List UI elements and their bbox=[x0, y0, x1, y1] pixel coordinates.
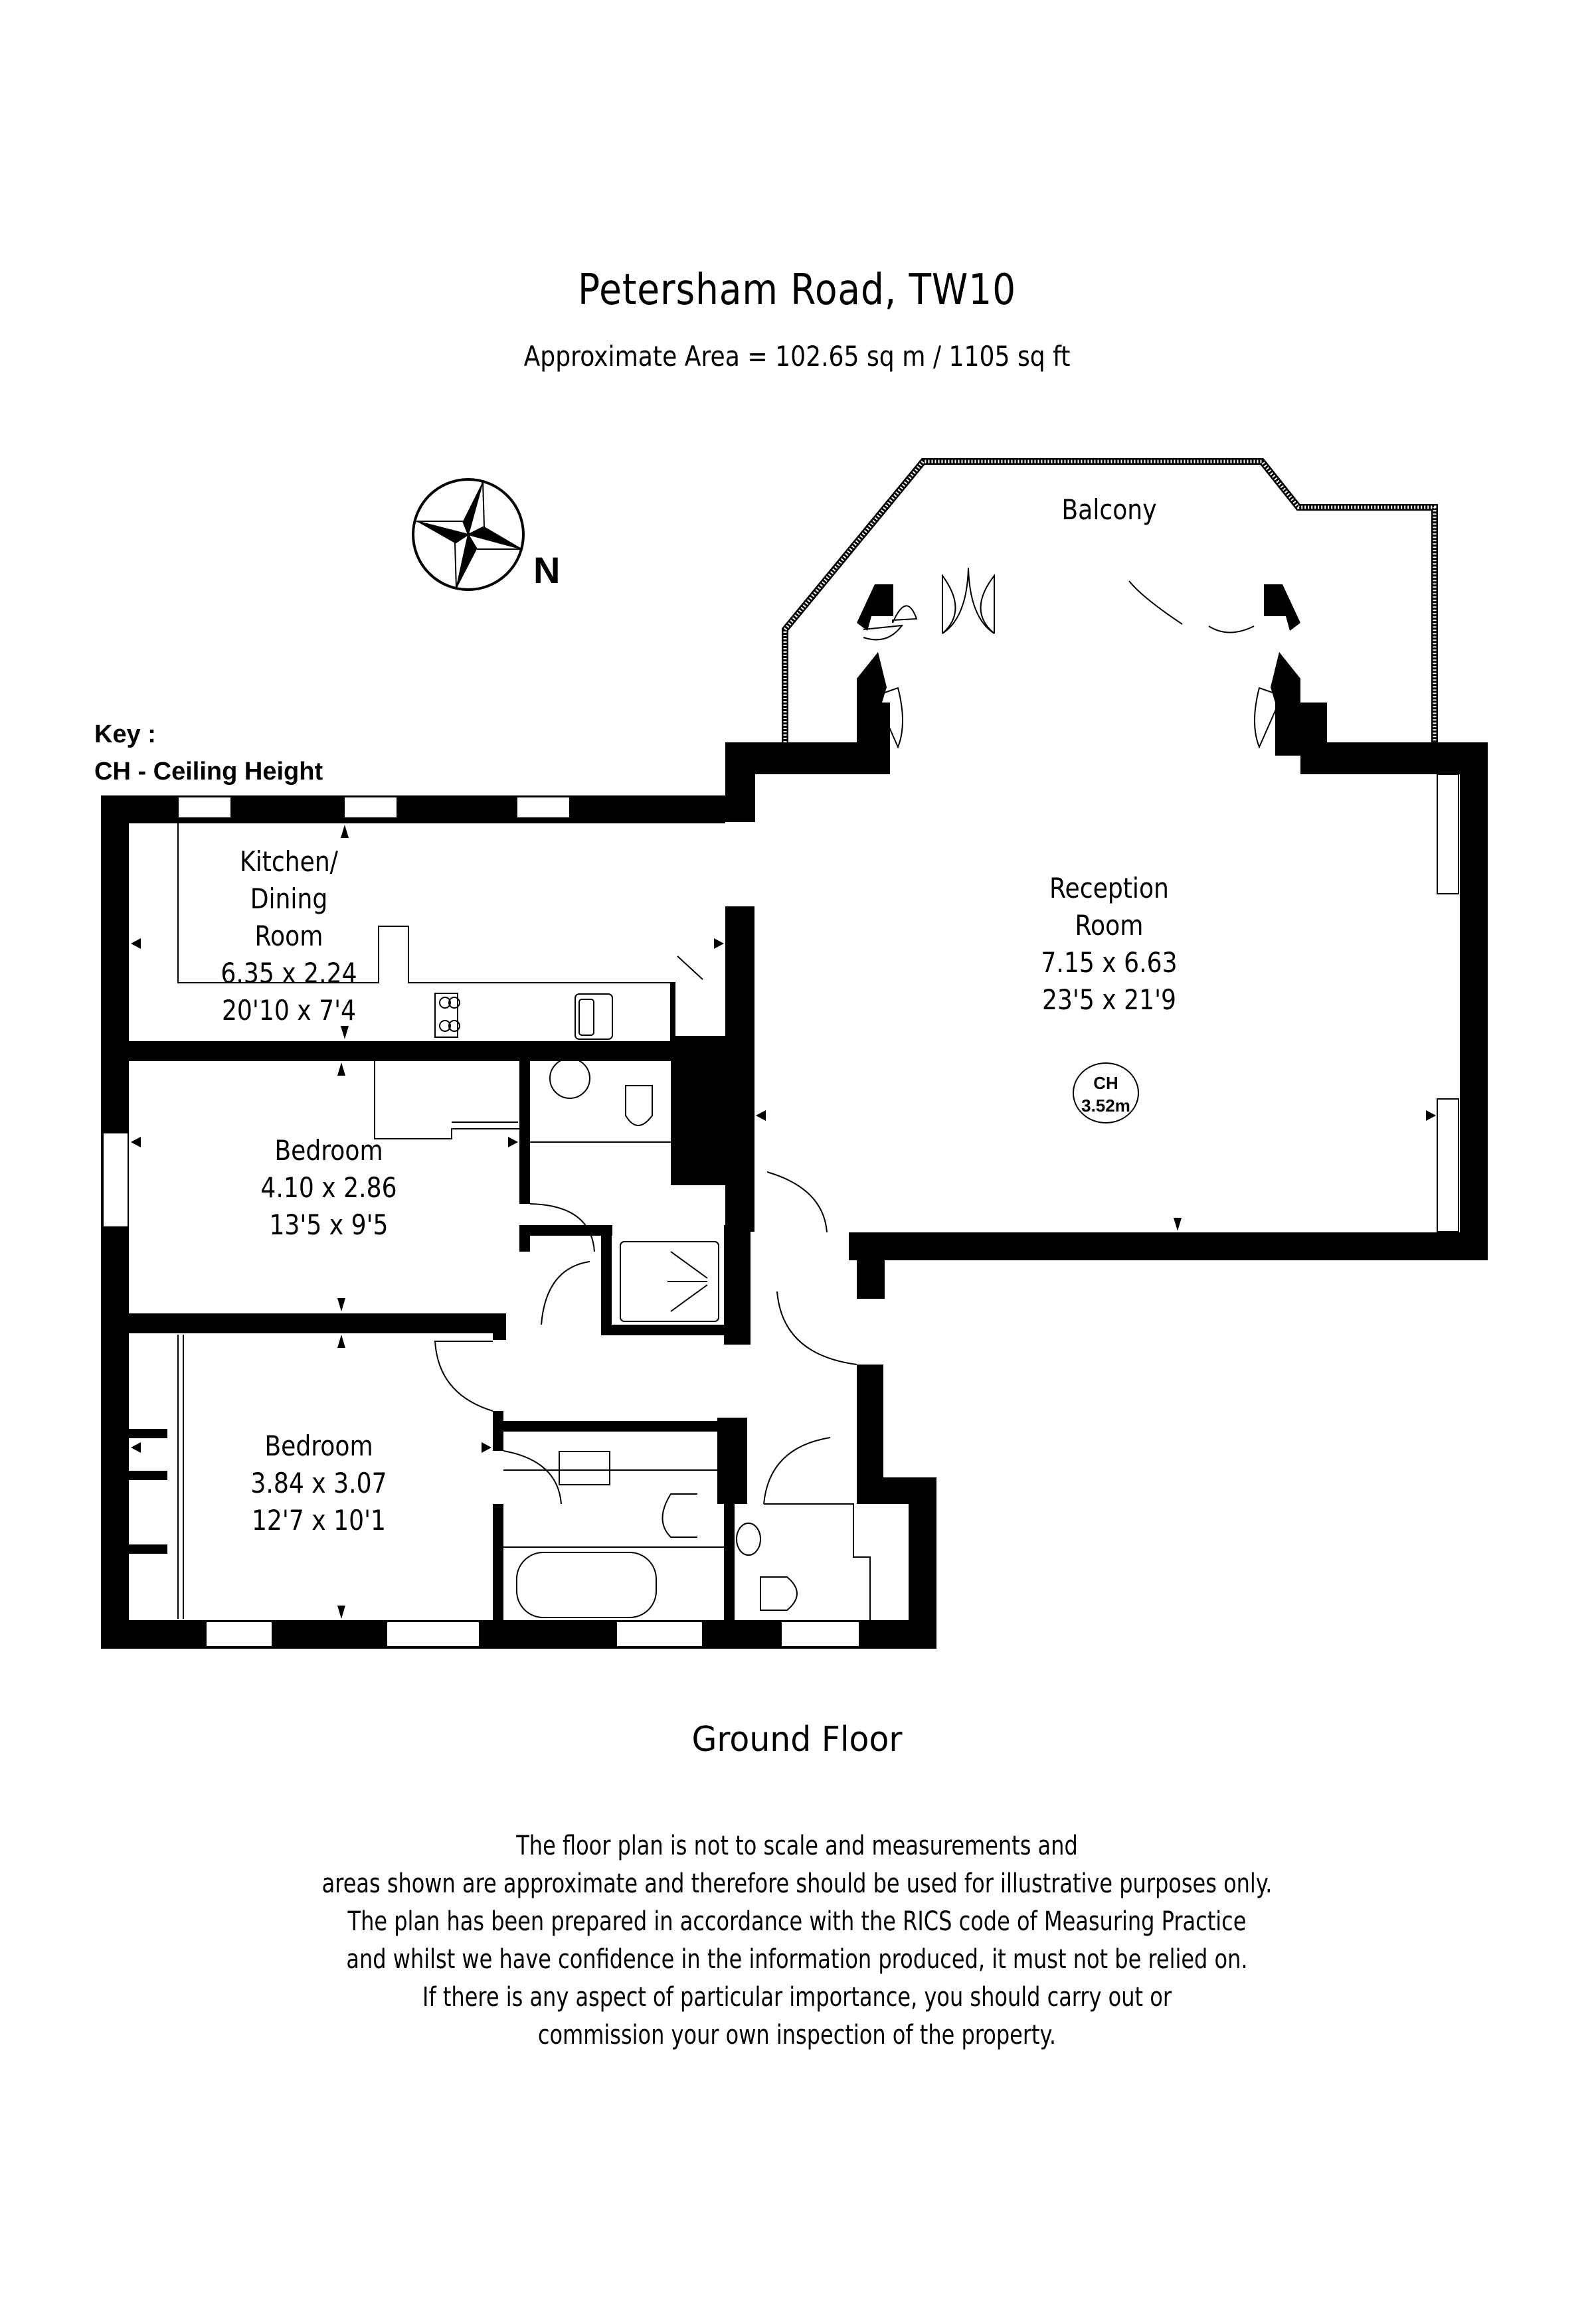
room-label-kitchen-dining: Kitchen/ Dining Room 6.35 x 2.24 20'10 x… bbox=[201, 843, 378, 1029]
key-entry-ceiling-height: CH - Ceiling Height bbox=[94, 758, 323, 786]
room-label-reception: Reception Room 7.15 x 6.63 23'5 x 21'9 bbox=[1023, 870, 1195, 1019]
disclaimer: The floor plan is not to scale and measu… bbox=[159, 1827, 1435, 2054]
room-metric: 3.84 x 3.07 bbox=[250, 1467, 387, 1499]
room-name: Room bbox=[1075, 909, 1144, 942]
disclaimer-line: areas shown are approximate and therefor… bbox=[321, 1868, 1273, 1899]
room-imperial: 23'5 x 21'9 bbox=[1041, 983, 1177, 1016]
ceiling-height-value: 3.52m bbox=[1081, 1096, 1130, 1116]
room-name: Dining bbox=[250, 882, 328, 915]
fixtures bbox=[177, 823, 871, 1620]
balcony-doors bbox=[863, 567, 1283, 749]
disclaimer-line: The plan has been prepared in accordance… bbox=[347, 1906, 1247, 1937]
ceiling-height-badge: CH 3.52m bbox=[1073, 1062, 1139, 1123]
bay-walls bbox=[857, 584, 1300, 756]
shower-icon bbox=[620, 1241, 719, 1322]
ceiling-height-label: CH bbox=[1093, 1073, 1118, 1093]
page-title: Petersham Road, TW10 bbox=[578, 266, 1016, 315]
balcony-railing bbox=[782, 458, 1438, 756]
wc-basin-icon bbox=[736, 1523, 761, 1556]
room-metric: 7.15 x 6.63 bbox=[1041, 946, 1178, 979]
room-name: Bedroom bbox=[264, 1430, 373, 1462]
room-imperial: 12'7 x 10'1 bbox=[251, 1504, 387, 1536]
disclaimer-line: commission your own inspection of the pr… bbox=[537, 2020, 1057, 2050]
toilet-icon bbox=[625, 1085, 653, 1126]
approximate-area: Approximate Area = 102.65 sq m / 1105 sq… bbox=[523, 340, 1071, 373]
dimension-markers bbox=[131, 825, 1436, 1619]
windows bbox=[102, 774, 1459, 1647]
compass-rose-icon bbox=[412, 478, 525, 591]
sink-icon bbox=[575, 993, 613, 1040]
basin-icon bbox=[549, 1058, 590, 1099]
key-legend: Key : CH - Ceiling Height bbox=[94, 716, 323, 790]
room-name: Room bbox=[254, 920, 323, 952]
room-label-balcony: Balcony bbox=[1061, 493, 1157, 526]
door-swings bbox=[434, 955, 857, 1505]
room-imperial: 13'5 x 9'5 bbox=[269, 1208, 389, 1241]
hob-icon bbox=[434, 993, 460, 1038]
disclaimer-line: and whilst we have confidence in the inf… bbox=[346, 1944, 1248, 1975]
north-label: N bbox=[533, 549, 561, 591]
bathroom-toilet-icon bbox=[662, 1493, 697, 1538]
room-name: Bedroom bbox=[274, 1134, 383, 1167]
room-metric: 4.10 x 2.86 bbox=[260, 1171, 397, 1204]
key-heading: Key : bbox=[94, 720, 156, 748]
room-name: Kitchen/ bbox=[240, 845, 338, 878]
wc-toilet-icon bbox=[760, 1576, 798, 1611]
room-imperial: 20'10 x 7'4 bbox=[221, 994, 357, 1027]
bathroom-basin-icon bbox=[559, 1451, 610, 1485]
room-label-bedroom-1: Bedroom 4.10 x 2.86 13'5 x 9'5 bbox=[243, 1132, 414, 1244]
disclaimer-line: The floor plan is not to scale and measu… bbox=[516, 1831, 1078, 1861]
room-metric: 6.35 x 2.24 bbox=[221, 957, 357, 989]
room-label-bedroom-2: Bedroom 3.84 x 3.07 12'7 x 10'1 bbox=[233, 1428, 404, 1539]
disclaimer-line: If there is any aspect of particular imp… bbox=[422, 1982, 1172, 2013]
floor-label: Ground Floor bbox=[691, 1720, 903, 1760]
bath-icon bbox=[516, 1552, 657, 1618]
room-name: Reception bbox=[1049, 872, 1169, 904]
